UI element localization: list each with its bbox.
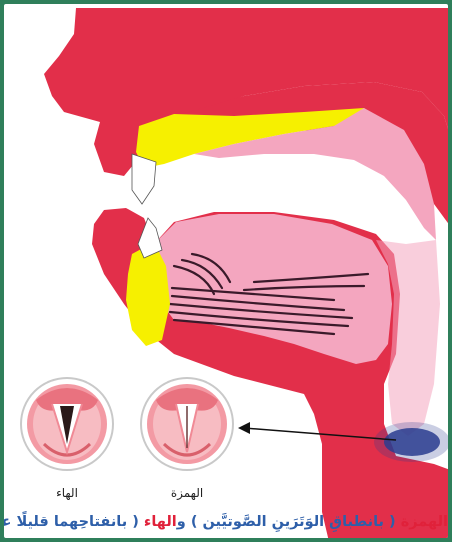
caption-text-2: ( بانفتاحِهما قليلًا عند القُرّاء)	[0, 514, 144, 530]
glottis-image-closed	[141, 378, 233, 470]
label-hamza: الهمزة	[147, 486, 227, 500]
caption-term-hamza: الهمزة	[401, 514, 448, 530]
glottis-image-open	[21, 378, 113, 470]
caption-text-1: ( بانطباقِ الوَتَرَينِ الصَّوتيَّين ) و	[177, 514, 401, 530]
vocal-tract-diagram	[4, 4, 452, 542]
upper-tooth	[132, 154, 156, 204]
caption: الهمزة ( بانطباقِ الوَتَرَينِ الصَّوتيَّ…	[4, 514, 448, 530]
caption-term-haa: الهاء	[144, 514, 177, 530]
label-haa: الهاء	[27, 486, 107, 500]
arrow-head	[238, 422, 250, 434]
